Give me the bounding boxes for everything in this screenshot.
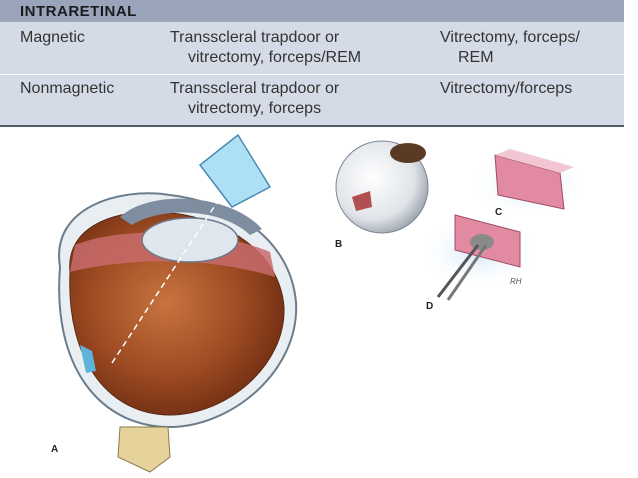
figure-label-c: C: [495, 207, 502, 218]
removal-methods-table: INTRARETINAL Magnetic Transscleral trapd…: [0, 0, 624, 126]
figure-label-d: D: [426, 301, 433, 312]
figure-label-a: A: [51, 444, 58, 455]
artist-signature: RH: [510, 277, 522, 286]
figure-label-b: B: [335, 239, 342, 250]
foreign-body-type: Magnetic: [20, 29, 85, 46]
eye-cross-section: [58, 174, 298, 473]
foreign-body-type: Nonmagnetic: [20, 80, 115, 97]
option-line: Transscleral trapdoor or: [170, 80, 340, 97]
option-cell: Transscleral trapdoor or vitrectomy, for…: [170, 79, 420, 119]
option-line: REM: [458, 49, 494, 66]
table-row: Nonmagnetic Transscleral trapdoor or vit…: [0, 74, 624, 123]
option-cell: Vitrectomy, forceps/ REM: [440, 28, 620, 68]
option-line: Transscleral trapdoor or: [170, 29, 340, 46]
option-line: Vitrectomy/forceps: [440, 80, 573, 97]
option-line: vitrectomy, forceps: [188, 100, 322, 117]
option-cell: Vitrectomy/forceps: [440, 79, 620, 99]
lens-icon: [198, 133, 272, 208]
table-header-label: INTRARETINAL: [20, 3, 137, 20]
forceps-view: [418, 214, 542, 301]
scleral-flap-view: [470, 149, 590, 218]
eye-illustration: A B C D RH: [51, 133, 590, 473]
globe-view: [335, 140, 429, 234]
option-line: vitrectomy, forceps/REM: [188, 49, 362, 66]
option-cell: Transscleral trapdoor or vitrectomy, for…: [170, 28, 420, 68]
table-row: Magnetic Transscleral trapdoor or vitrec…: [0, 24, 624, 72]
table-header: INTRARETINAL: [0, 0, 624, 22]
table-bottom-rule: [0, 125, 624, 127]
option-line: Vitrectomy, forceps/: [440, 29, 580, 46]
